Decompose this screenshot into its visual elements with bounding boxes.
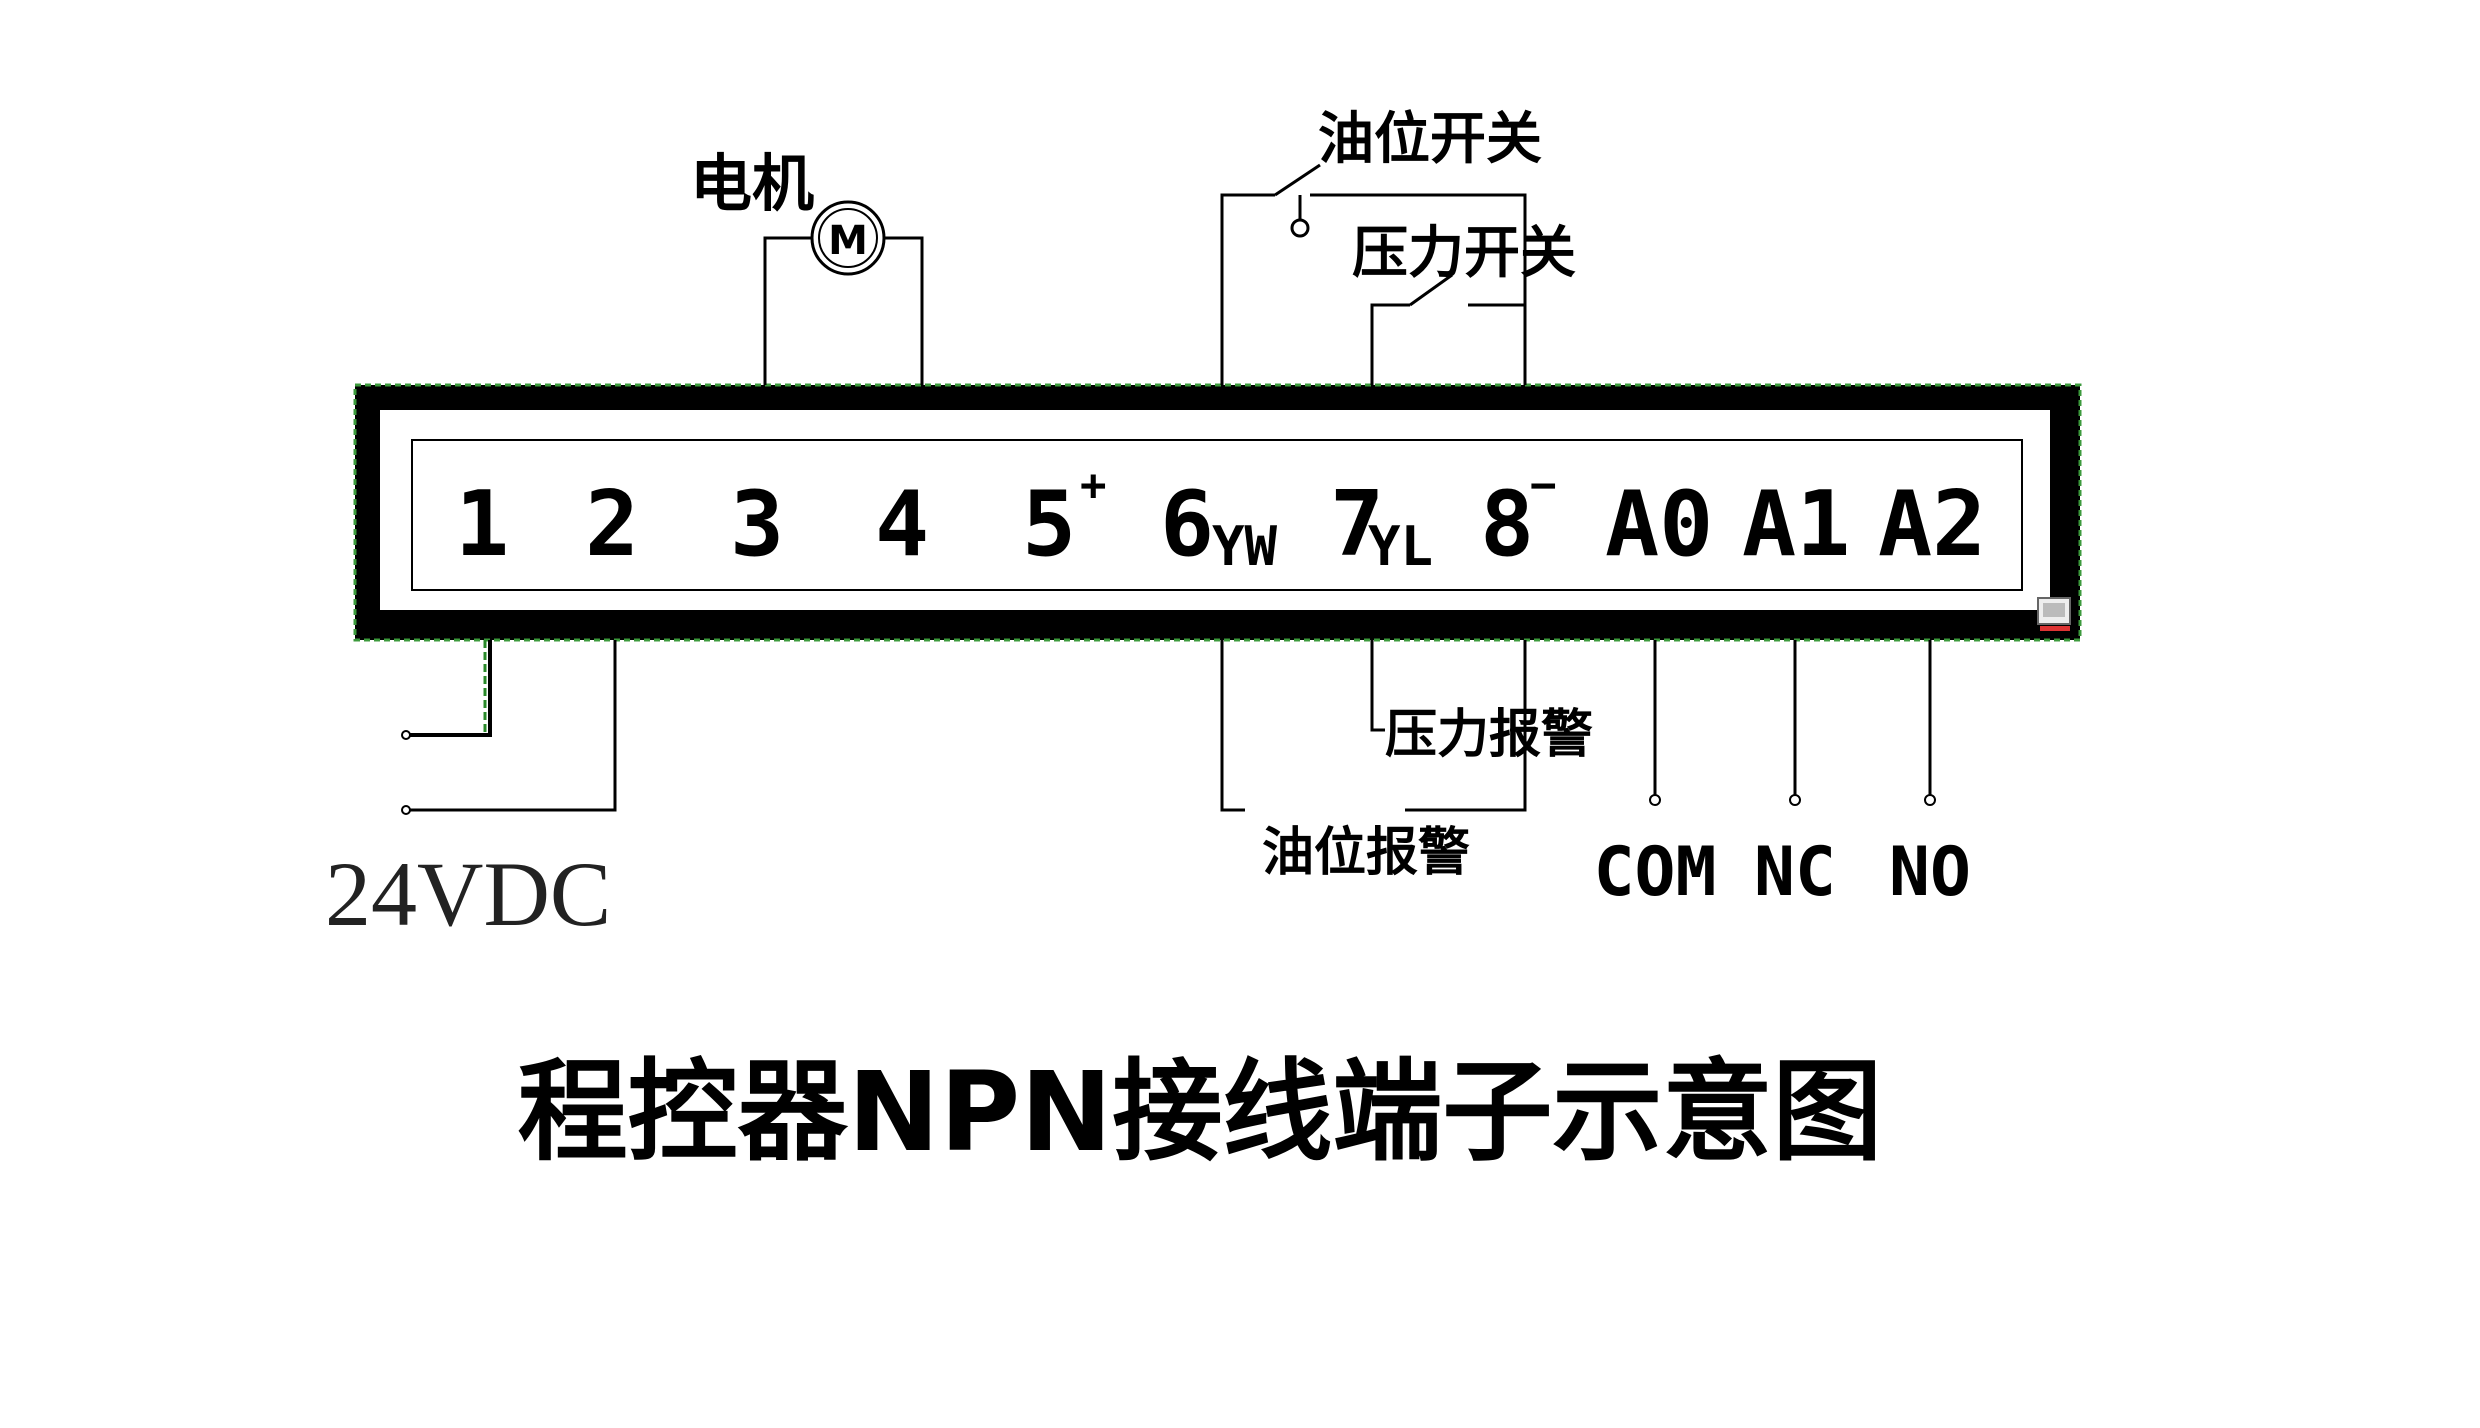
nc-label: NC: [1754, 833, 1836, 912]
float-switch-icon: [1290, 218, 1310, 238]
terminal-block: [353, 383, 2082, 642]
com-label: COM: [1594, 833, 1717, 912]
motor-circuit: 电机 M: [690, 147, 924, 385]
small-monitor-icon: [2037, 597, 2071, 631]
motor-icon: [810, 200, 886, 276]
switch-circuit: 油位开关 压力开关: [1220, 107, 1576, 385]
motor-symbol: M: [828, 218, 868, 264]
terminal-3: 3: [730, 472, 784, 577]
terminal-labels: 1 2 3 4 5 + 6 YW 7 YL 8 − A0 A1 A2: [455, 460, 1986, 578]
terminal-7-sub: YL: [1368, 515, 1433, 578]
terminal-2: 2: [585, 472, 639, 577]
diagram-title: 程控器NPN接线端子示意图: [518, 1048, 1883, 1176]
terminal-5-sup: +: [1080, 460, 1107, 511]
pressure-switch-label: 压力开关: [1352, 221, 1576, 286]
terminal-a0: A0: [1605, 472, 1713, 577]
alarm-circuit: 压力报警 油位报警: [1220, 640, 1593, 883]
terminal-8: 8: [1480, 472, 1534, 577]
terminal-6: 6: [1160, 472, 1214, 577]
pressure-alarm-label: 压力报警: [1385, 705, 1593, 765]
terminal-a1: A1: [1742, 472, 1850, 577]
oil-switch-label: 油位开关: [1318, 107, 1542, 172]
terminal-8-sup: −: [1530, 460, 1557, 511]
terminal-5: 5: [1022, 472, 1076, 577]
power-label: 24VDC: [325, 843, 611, 945]
power-circuit: 24VDC: [325, 640, 617, 945]
relay-outputs: COM NC NO: [1594, 640, 1971, 912]
terminal-1: 1: [455, 472, 509, 577]
oil-alarm-label: 油位报警: [1262, 823, 1470, 883]
terminal-6-sub: YW: [1212, 515, 1278, 578]
no-label: NO: [1889, 833, 1971, 912]
terminal-7: 7: [1330, 472, 1384, 577]
terminal-4: 4: [875, 472, 929, 577]
motor-label: 电机: [690, 147, 814, 220]
terminal-a2: A2: [1878, 472, 1986, 577]
